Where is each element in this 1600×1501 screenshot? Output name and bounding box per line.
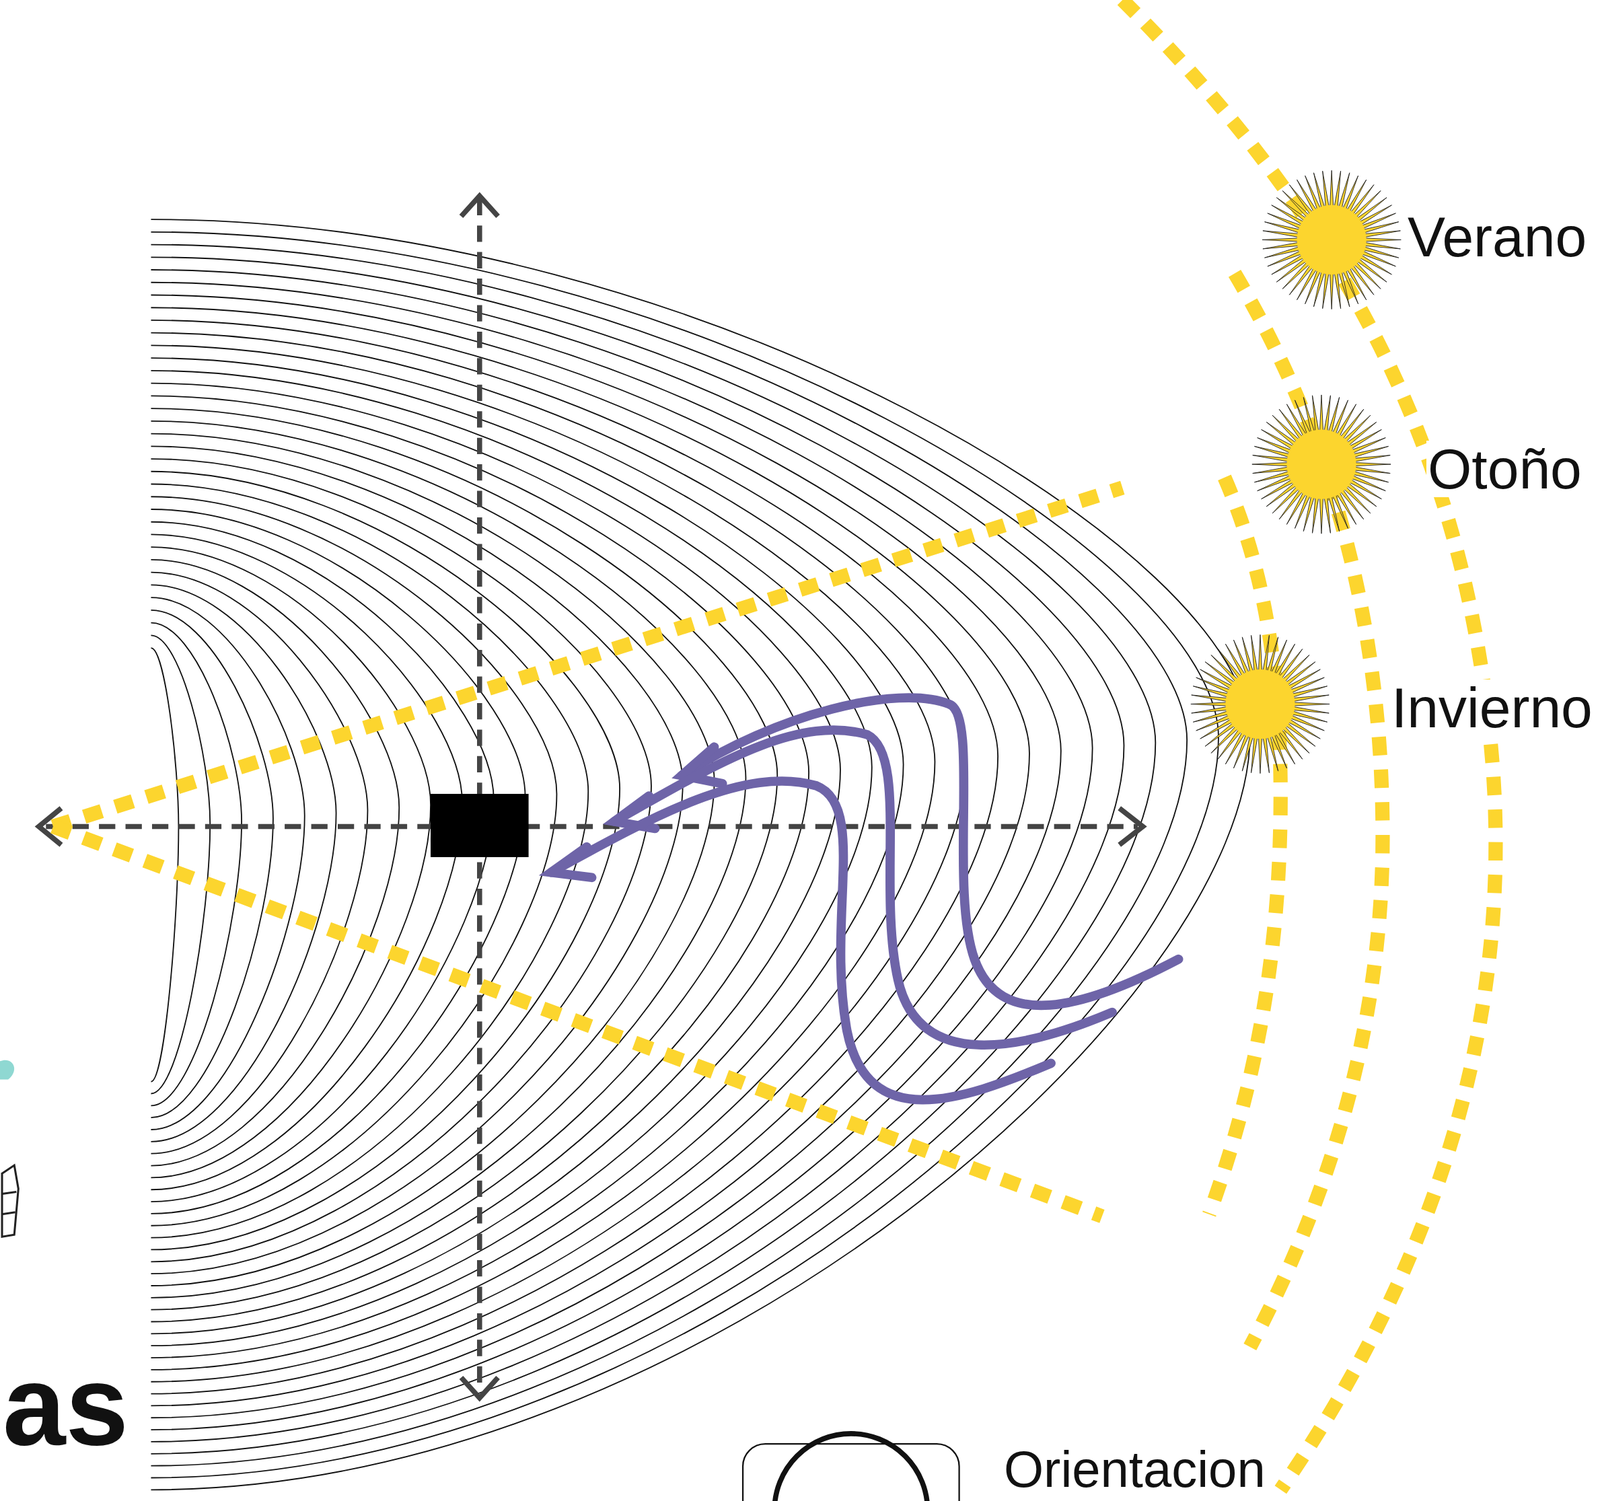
axes (39, 195, 1144, 1399)
contour-line (150, 345, 935, 1370)
contour-line (150, 572, 368, 1154)
contour-line (150, 509, 525, 1214)
sun-icon (1190, 634, 1330, 774)
contour-line (150, 471, 620, 1251)
contour-line (150, 534, 462, 1190)
contour-line (150, 219, 1250, 1490)
contour-line (150, 232, 1219, 1479)
contour-line (150, 357, 903, 1358)
legend-symbol (742, 1433, 960, 1501)
contour-line (150, 294, 1061, 1418)
building-block (430, 793, 529, 858)
contour-line (150, 584, 336, 1142)
teal-fragment (0, 1060, 15, 1080)
wind-arrows (551, 697, 1179, 1100)
heading-fragment: as (2, 1349, 129, 1463)
contour-line (150, 547, 431, 1178)
contour-line (150, 320, 998, 1395)
contour-line (150, 383, 840, 1335)
building-icon (2, 1165, 19, 1237)
legend-text: Orientacion (1003, 1443, 1266, 1496)
contour-line (150, 269, 1124, 1442)
contour-line (150, 496, 557, 1226)
sun-icon (1252, 394, 1391, 534)
contour-line (150, 408, 778, 1311)
contour-line (150, 282, 1093, 1430)
season-label: Verano (1406, 208, 1588, 266)
contour-line (150, 421, 746, 1298)
contour-line (150, 623, 242, 1107)
contour-line (150, 307, 1030, 1406)
season-label: Otoño (1426, 440, 1584, 498)
contour-lines (150, 219, 1250, 1490)
contour-line (150, 446, 683, 1274)
contour-line (150, 433, 714, 1286)
contour-line (150, 522, 494, 1202)
contour-line (150, 244, 1187, 1467)
contour-line (150, 610, 273, 1118)
contour-line (150, 257, 1156, 1454)
sun-paths (53, 0, 1496, 1490)
contour-line (150, 484, 589, 1239)
sun-icons (1190, 170, 1401, 774)
contour-line (150, 370, 872, 1346)
season-label: Invierno (1390, 679, 1594, 737)
contour-line (150, 597, 305, 1130)
sun-icon (1262, 170, 1401, 309)
contour-line (150, 559, 399, 1167)
